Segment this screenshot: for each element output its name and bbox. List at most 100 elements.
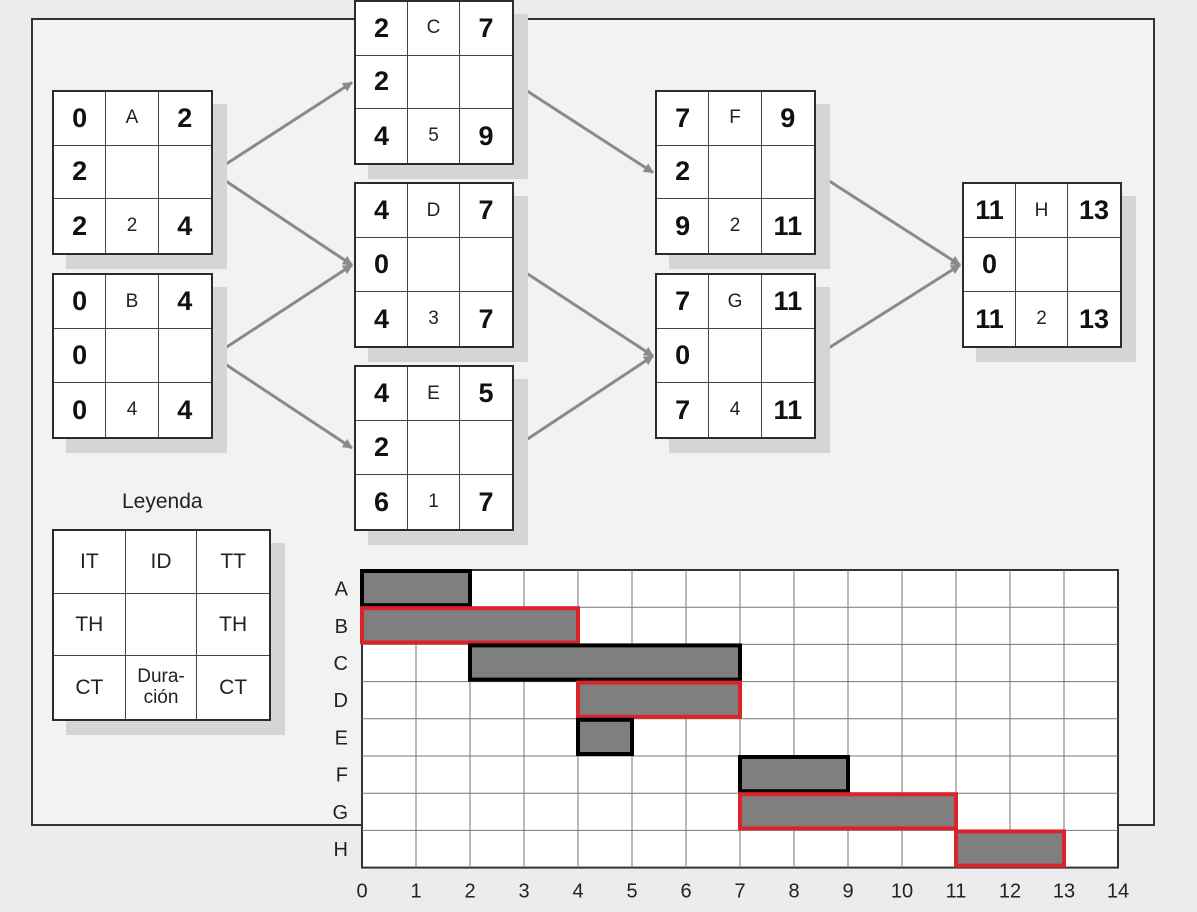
gantt-bar-b	[360, 606, 580, 645]
node-h-slack: 0	[964, 238, 1016, 292]
node-a-ef: 2	[158, 92, 211, 146]
gantt-x-tick: 10	[891, 881, 913, 903]
node-empty-cell	[460, 421, 512, 475]
gantt-x-tick: 6	[680, 881, 691, 903]
node-g-lf: 11	[773, 394, 803, 425]
node-e-duration: 1	[408, 475, 460, 529]
legend-title: Leyenda	[122, 490, 203, 513]
gantt-x-tick: 0	[356, 881, 367, 903]
gantt-x-tick: 9	[842, 881, 853, 903]
legend-box: IT ID TT TH TH CT Dura- ción CT	[52, 529, 271, 721]
node-empty-cell	[709, 145, 762, 200]
gantt-x-tick: 13	[1053, 881, 1075, 903]
gantt-bar-d	[576, 680, 742, 719]
gantt-row-label: B	[335, 616, 348, 638]
gantt-x-tick: 5	[626, 881, 637, 903]
node-b-slack: 0	[54, 329, 107, 383]
gantt-row-label: A	[335, 579, 349, 601]
gantt-x-tick: 3	[518, 881, 529, 903]
node-b-ef: 4	[158, 275, 211, 329]
legend-ct-left: CT	[54, 656, 126, 719]
node-a-duration: 2	[106, 199, 159, 253]
gantt-row-label: F	[336, 765, 348, 787]
node-empty-cell	[1016, 238, 1068, 292]
node-empty-cell	[1068, 238, 1120, 292]
node-f-ef: 9	[761, 92, 814, 146]
node-d-ls: 4	[356, 292, 408, 346]
node-f-slack: 2	[657, 145, 710, 200]
node-f-duration: 2	[709, 199, 762, 253]
node-h-es: 11	[964, 184, 1016, 238]
arrow-b-d	[212, 263, 353, 358]
node-empty-cell	[408, 238, 460, 292]
node-f-ls: 9	[657, 199, 710, 253]
arrow-c-f	[513, 81, 654, 174]
node-e-es: 4	[356, 367, 408, 421]
node-empty-cell	[408, 421, 460, 475]
node-h-id: H	[1016, 184, 1068, 238]
legend-th-right: TH	[197, 594, 269, 657]
node-empty-cell	[709, 329, 762, 383]
node-e-id: E	[408, 367, 460, 421]
gantt-x-tick: 7	[734, 881, 745, 903]
node-empty-cell	[460, 56, 512, 110]
gantt-x-tick: 2	[464, 881, 475, 903]
arrow-a-d	[212, 171, 353, 267]
gantt-bar-h	[954, 829, 1066, 868]
arrow-d-g	[513, 263, 654, 358]
gantt-bar-g	[738, 792, 958, 831]
gantt-row-label: G	[332, 802, 348, 824]
gantt-row-label: D	[334, 690, 348, 712]
legend-duration: Dura- ción	[126, 656, 198, 719]
gantt-row-label: C	[334, 653, 348, 675]
gantt-bar-e	[576, 717, 634, 756]
node-empty-cell	[158, 146, 211, 200]
arrow-a-c	[212, 81, 353, 174]
node-d-duration: 3	[408, 292, 460, 346]
node-b-es: 0	[54, 275, 107, 329]
node-h-ef: 13	[1068, 184, 1120, 238]
gantt-x-tick: 14	[1107, 881, 1129, 903]
node-d-lf: 7	[478, 303, 494, 334]
node-e-slack: 2	[356, 421, 408, 475]
node-e-ef: 5	[460, 367, 512, 421]
node-empty-cell	[106, 329, 159, 383]
arrow-f-h	[815, 171, 961, 267]
legend-it: IT	[54, 531, 126, 594]
node-a-ls: 2	[54, 199, 107, 253]
node-d-ef: 7	[460, 184, 512, 238]
node-c-es: 2	[356, 2, 408, 56]
node-c-duration: 5	[408, 109, 460, 163]
node-f-lf: 11	[773, 210, 803, 241]
node-b-duration: 4	[106, 383, 159, 437]
gantt-bar-a	[360, 569, 472, 608]
node-empty-cell	[761, 146, 814, 200]
gantt-bar-c	[468, 643, 742, 682]
node-c-id: C	[408, 2, 460, 56]
arrow-g-h	[815, 263, 961, 358]
arrow-b-e	[212, 354, 353, 450]
gantt-row-label: H	[334, 839, 348, 861]
node-c-lf: 9	[478, 120, 494, 151]
legend-ct-right: CT	[219, 676, 248, 700]
node-a-slack: 2	[54, 145, 107, 200]
gantt-bar-f	[738, 755, 850, 794]
node-c-ls: 4	[356, 109, 408, 163]
gantt-x-tick: 1	[410, 881, 421, 903]
node-h-ls: 11	[964, 292, 1016, 346]
node-b-id: B	[106, 275, 159, 329]
node-c-slack: 2	[356, 55, 408, 110]
gantt-x-tick: 8	[788, 881, 799, 903]
node-g-id: G	[709, 275, 762, 329]
node-e-lf: 7	[478, 486, 494, 517]
node-b-lf: 4	[177, 394, 193, 425]
